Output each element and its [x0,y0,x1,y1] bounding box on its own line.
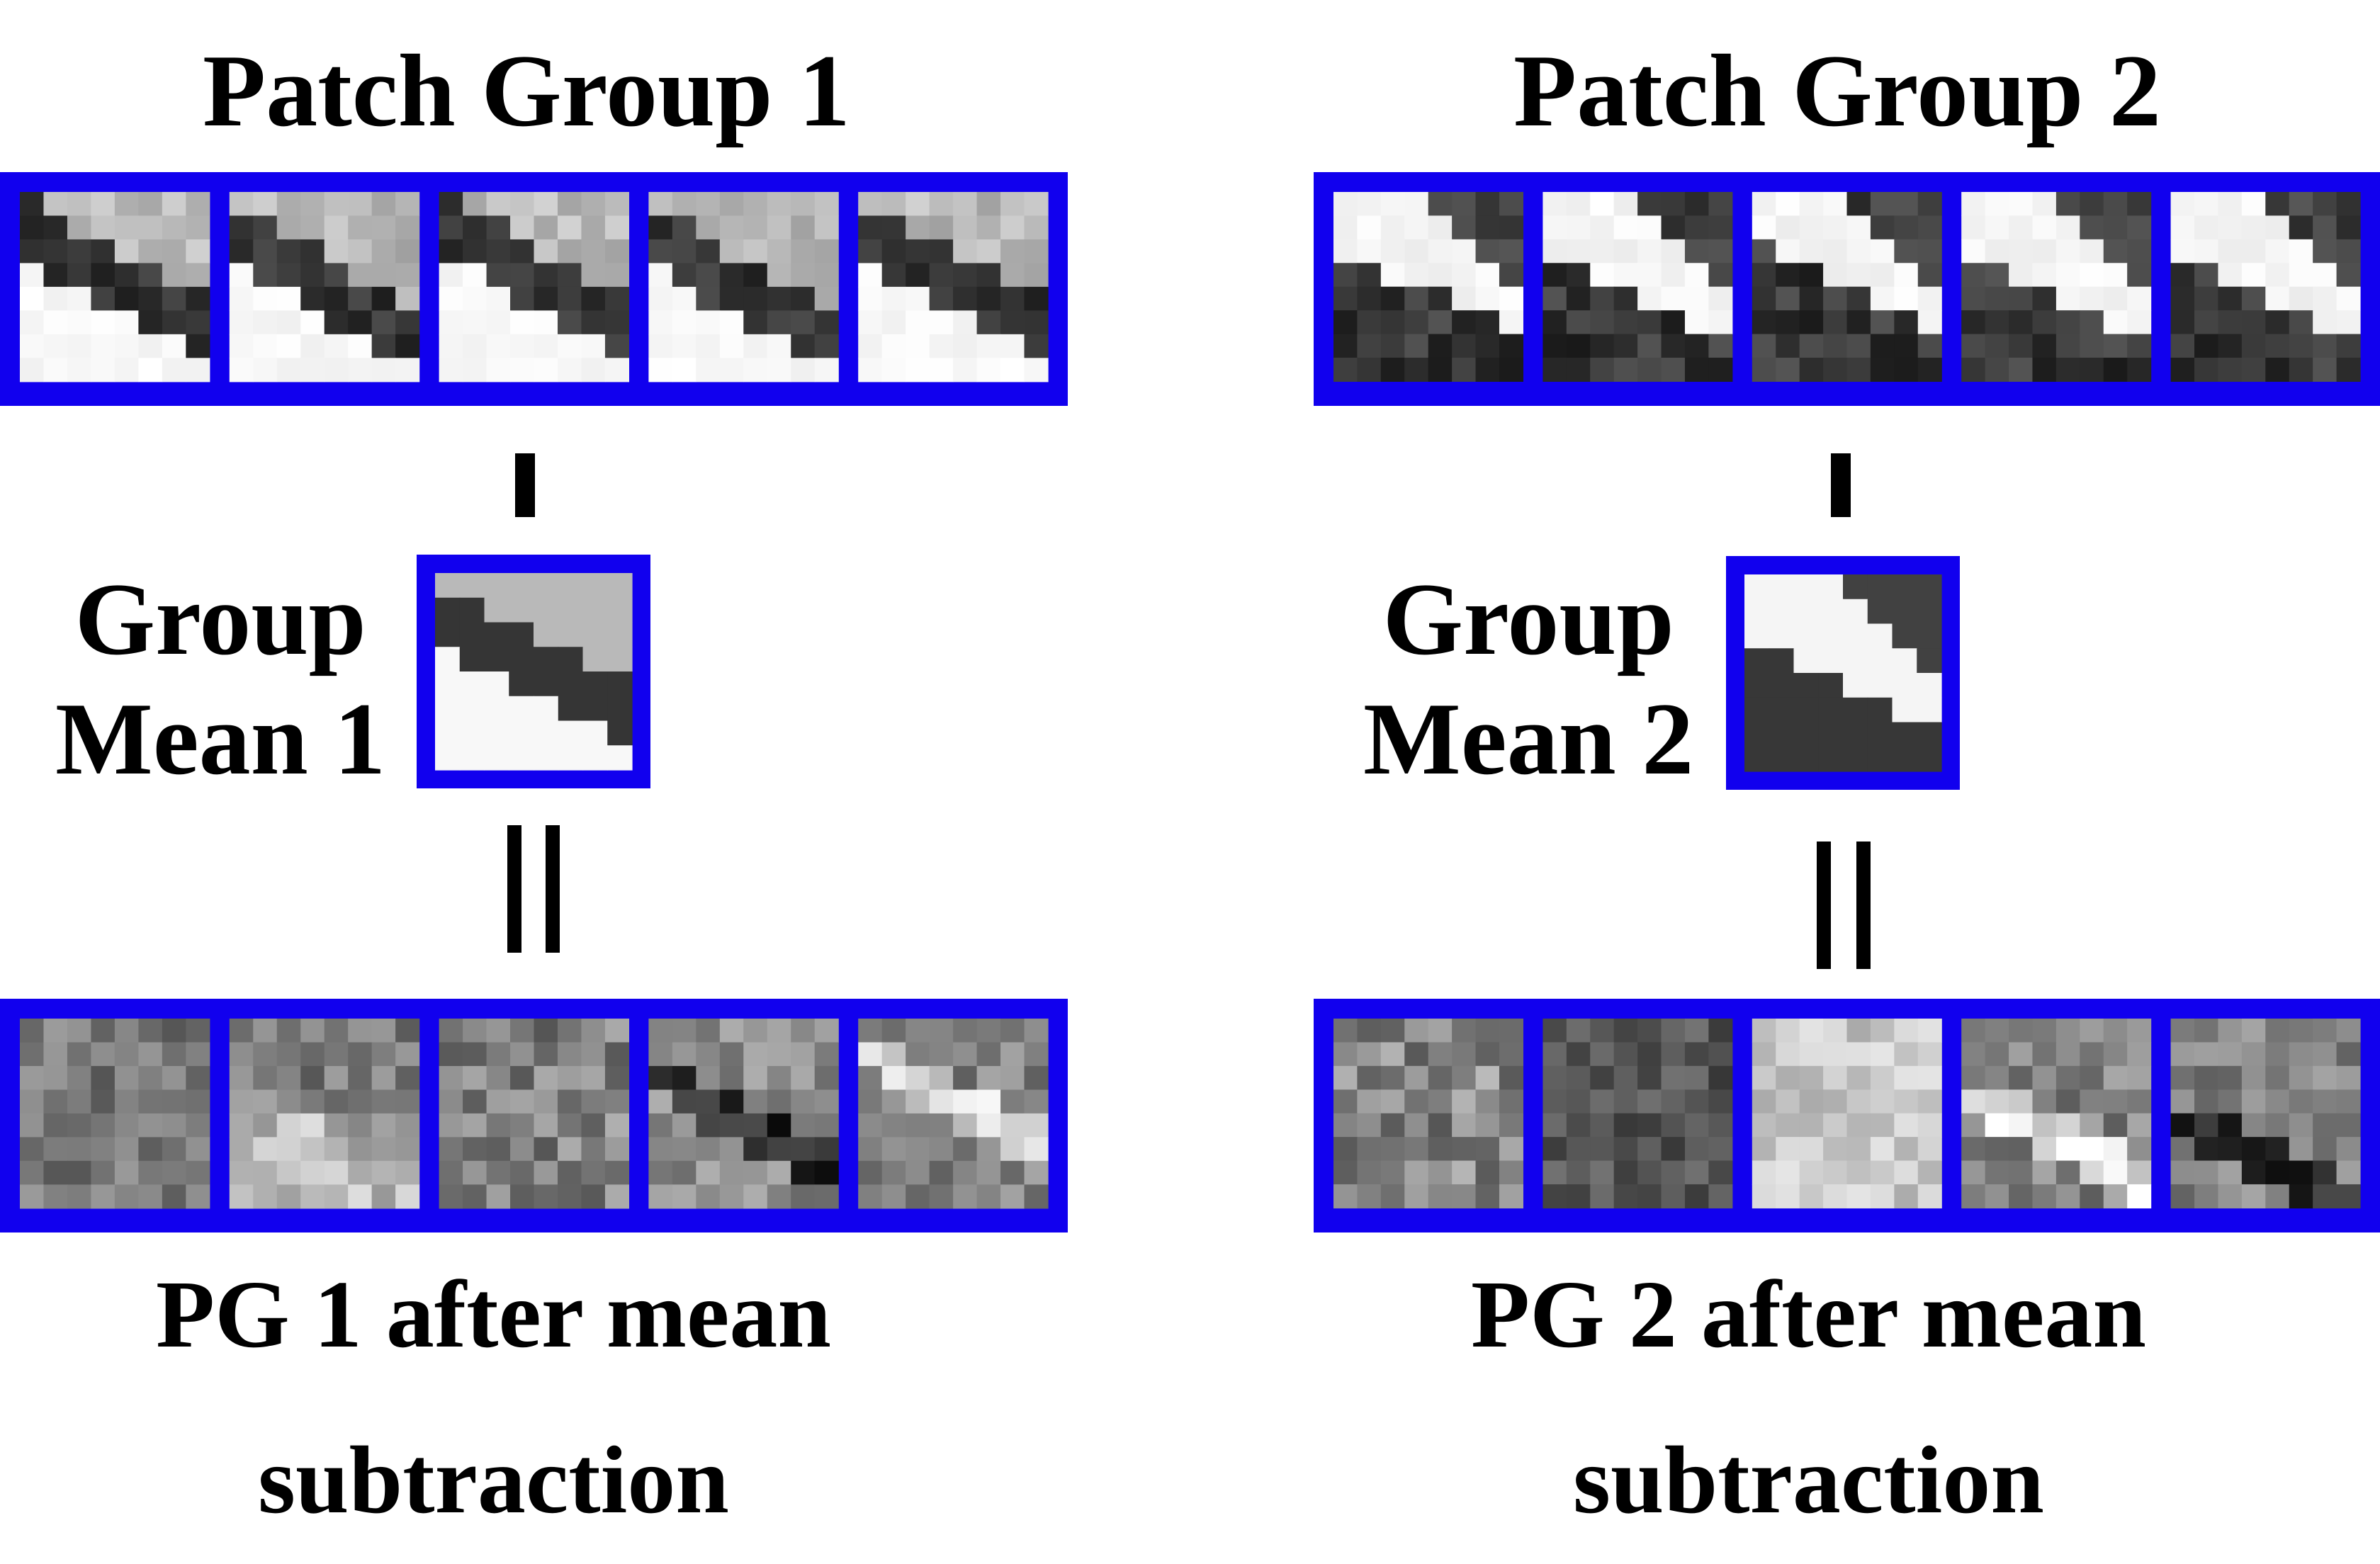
minus-2-bar [1831,453,1851,517]
patch-pg1-patch-4 [648,192,839,382]
pg1-after-label-line1: PG 1 after mean [156,1262,831,1368]
equals-2-bar-a [1817,842,1831,969]
pg2-after-label: PG 2 after mean subtraction [1471,1232,2146,1564]
group-mean-1-label-line2: Mean 1 [55,681,386,797]
patch-pg1-residual-1 [20,1019,210,1209]
patch-pg1-residual-5 [858,1019,1049,1209]
patch-pg2-patch-3 [1752,192,1942,382]
patch-group-mean-2 [1744,574,1942,772]
group-mean-1-label: Group Mean 1 [55,560,385,800]
patch-pg2-residual-3 [1752,1019,1942,1208]
operators-layer [507,453,1871,969]
patch-pg1-patch-3 [439,192,630,382]
patch-group-2-title: Patch Group 2 [1513,33,2161,148]
patch-group-1-title: Patch Group 1 [203,33,850,148]
patch-pg2-patch-2 [1543,192,1733,382]
patch-pg2-patch-4 [1961,192,2152,382]
minus-1-bar [515,453,535,517]
equals-2-bar-b [1856,842,1871,969]
pg2-after-label-line1: PG 2 after mean [1471,1262,2146,1368]
patch-pg1-patch-1 [20,192,210,382]
patch-pg1-residual-4 [648,1019,839,1209]
group-mean-2-label-line2: Mean 2 [1363,681,1694,797]
patch-pg1-residual-2 [229,1019,420,1209]
patch-group-mean-1 [435,573,633,771]
patch-pg1-residual-3 [439,1019,630,1209]
patch-pg2-residual-1 [1333,1019,1523,1208]
equals-1-bar-a [507,825,521,953]
patch-pg1-patch-5 [858,192,1049,382]
patch-pg2-residual-5 [2170,1019,2361,1208]
patches-layer [20,192,2361,1209]
equals-1-bar-b [546,825,560,953]
pg1-after-label: PG 1 after mean subtraction [156,1232,831,1564]
pg2-after-label-line2: subtraction [1573,1427,2044,1534]
patch-pg1-patch-2 [229,192,420,382]
group-mean-2-label: Group Mean 2 [1363,560,1693,800]
group-mean-1-label-line1: Group [74,562,366,676]
patch-pg2-patch-5 [2170,192,2361,382]
patch-pg2-residual-4 [1961,1019,2152,1208]
patch-pg2-patch-1 [1333,192,1523,382]
pg1-after-label-line2: subtraction [258,1427,729,1534]
patch-pg2-residual-2 [1543,1019,1733,1208]
group-mean-2-label-line1: Group [1382,562,1674,676]
